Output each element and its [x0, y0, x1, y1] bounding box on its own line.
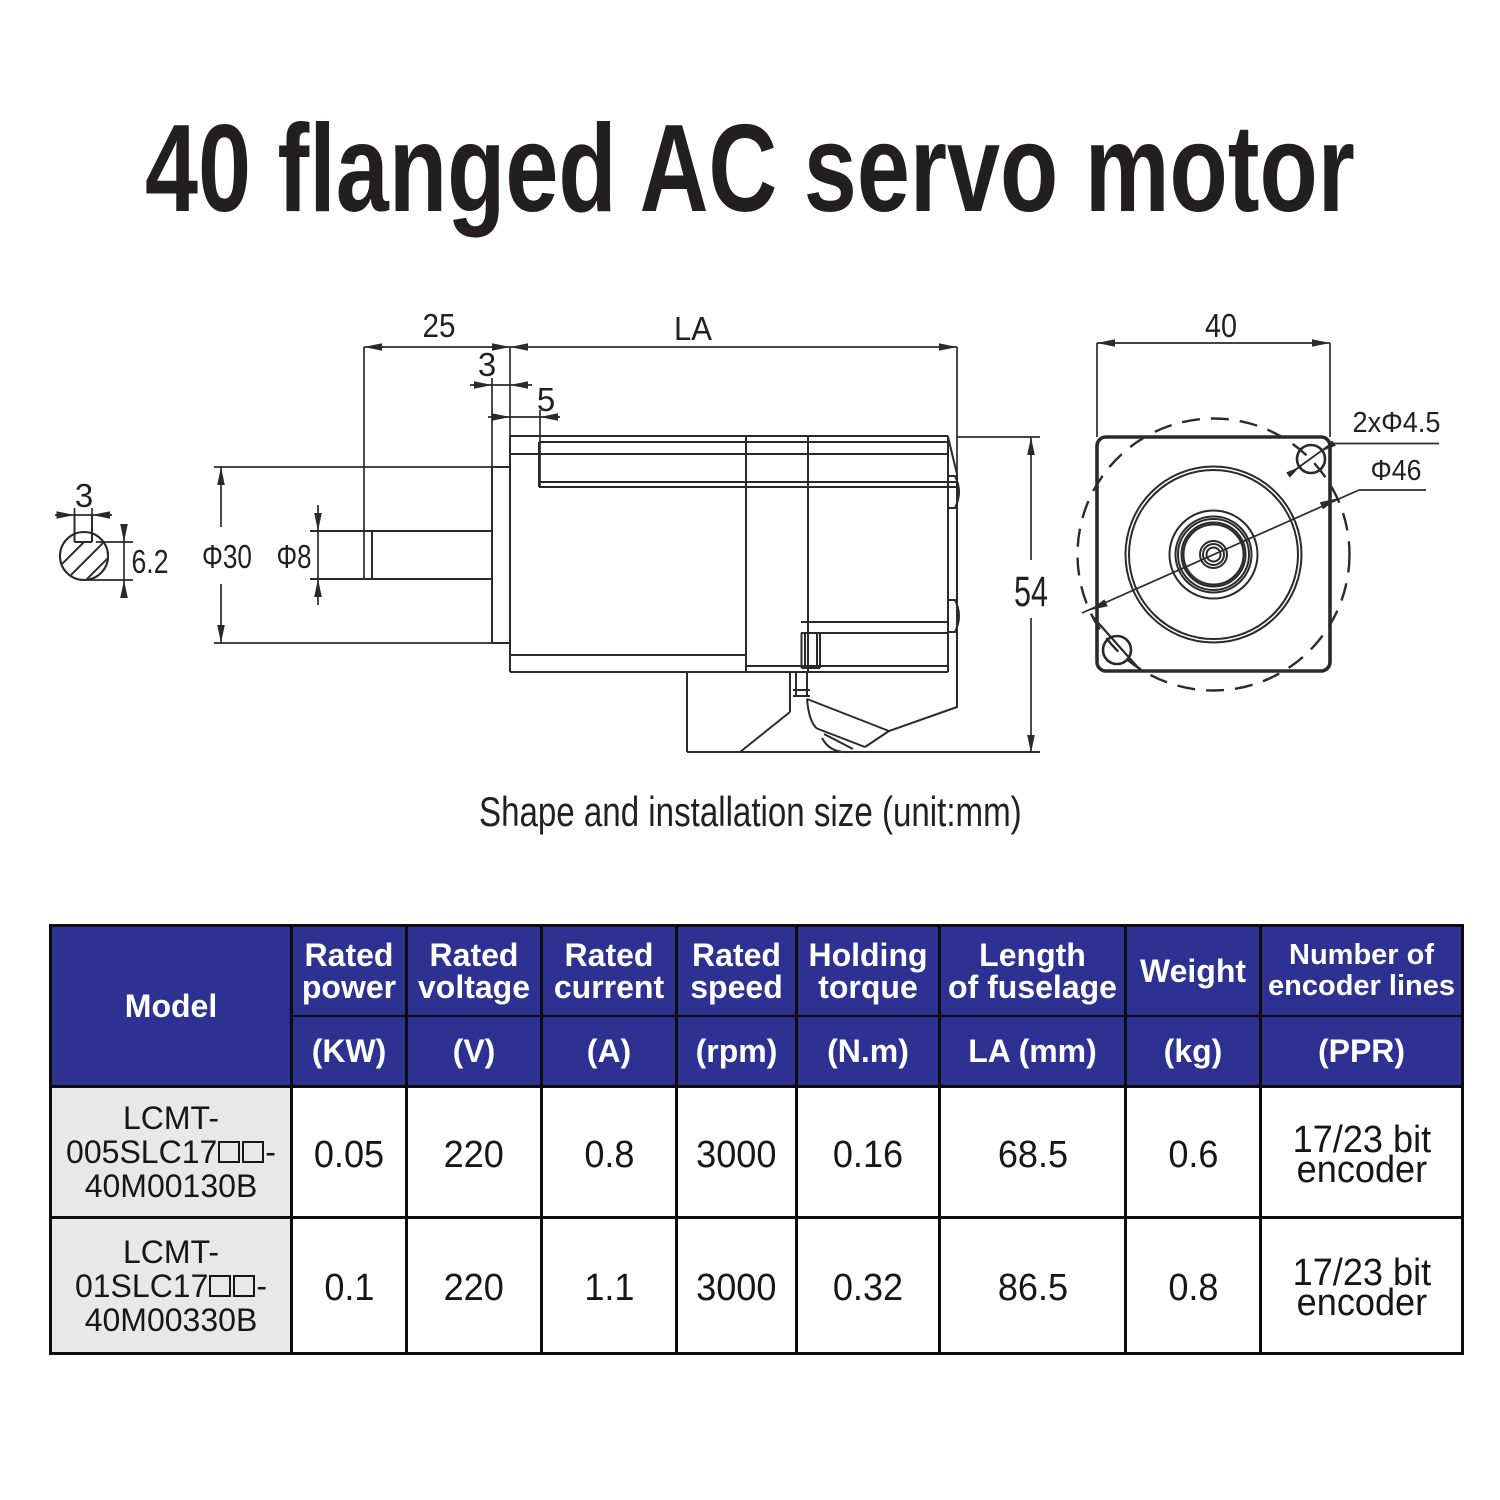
svg-text:6.2: 6.2 [132, 543, 169, 580]
svg-text:Φ8: Φ8 [277, 538, 312, 575]
svg-text:2xΦ4.5: 2xΦ4.5 [1353, 407, 1441, 439]
svg-text:54: 54 [1014, 568, 1048, 616]
svg-text:40: 40 [1205, 307, 1237, 344]
svg-text:LA: LA [674, 310, 712, 347]
svg-text:25: 25 [423, 307, 456, 344]
svg-text:3: 3 [478, 346, 496, 383]
svg-text:5: 5 [537, 381, 555, 418]
svg-text:3: 3 [75, 477, 93, 514]
svg-text:Φ30: Φ30 [202, 538, 252, 575]
svg-text:Φ46: Φ46 [1371, 455, 1422, 487]
